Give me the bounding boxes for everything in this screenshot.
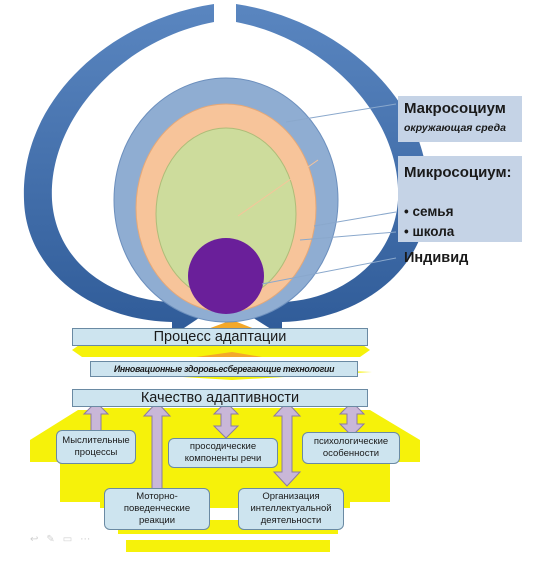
card-prosodic: просодические компоненты речи bbox=[168, 438, 278, 468]
back-icon[interactable]: ↩ bbox=[30, 534, 39, 545]
quality-bar: Качество адаптивности bbox=[72, 389, 368, 407]
macro-subtitle: окружающая среда bbox=[404, 122, 506, 134]
micro-item-family: • семья bbox=[404, 204, 454, 219]
micro-item-school: • школа bbox=[404, 224, 455, 239]
innovations-bar: Инновационные здоровьесберегающие технол… bbox=[90, 361, 358, 377]
card-organization: Организация интеллектуальной деятельност… bbox=[238, 488, 344, 530]
card-psych: психологические особенности bbox=[302, 432, 400, 464]
outer-arrow-left bbox=[23, 4, 215, 336]
individual-leader bbox=[261, 257, 397, 285]
individual-label: Индивид bbox=[404, 250, 469, 266]
individual-circle bbox=[188, 238, 264, 314]
card-motor: Моторно-поведенческие реакции bbox=[104, 488, 210, 530]
slides-icon[interactable]: ▭ bbox=[62, 534, 73, 545]
double-arrow-4 bbox=[272, 401, 302, 487]
more-icon[interactable]: ⋯ bbox=[80, 534, 91, 545]
macro-label-box bbox=[398, 96, 522, 142]
process-bar: Процесс адаптации bbox=[72, 328, 368, 346]
macro-title: Макросоциум bbox=[404, 100, 506, 117]
micro-leader bbox=[237, 159, 319, 217]
pen-icon[interactable]: ✎ bbox=[46, 534, 55, 545]
card-thinking: Мыслительные процессы bbox=[56, 430, 136, 464]
micro-label-box bbox=[398, 156, 522, 242]
outer-arrow-right bbox=[236, 4, 429, 336]
school-leader bbox=[299, 231, 397, 241]
macro-leader bbox=[285, 103, 397, 123]
micro-title: Микросоциум: bbox=[404, 164, 512, 181]
family-leader bbox=[313, 211, 397, 227]
presentation-toolbar[interactable]: ↩ ✎ ▭ ⋯ bbox=[30, 534, 90, 545]
